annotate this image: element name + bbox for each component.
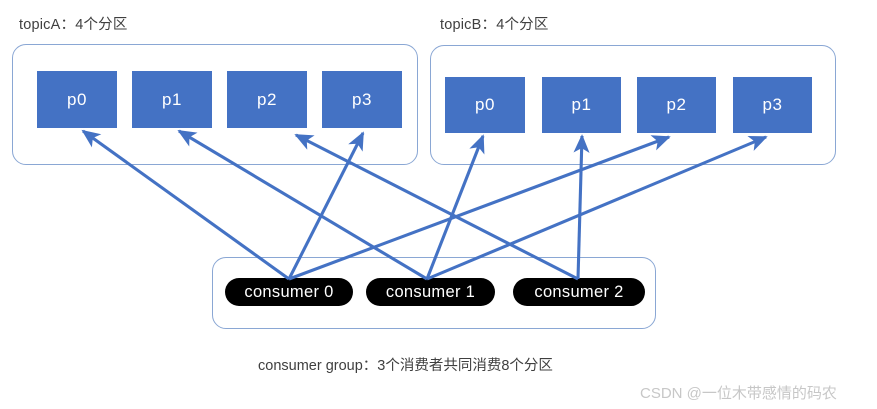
- consumer-1[interactable]: consumer 1: [366, 278, 495, 306]
- partition-a-p2[interactable]: p2: [227, 71, 307, 128]
- group-caption: consumer group：3个消费者共同消费8个分区: [258, 358, 553, 374]
- partition-a-p1[interactable]: p1: [132, 71, 212, 128]
- partition-b-p0[interactable]: p0: [445, 77, 525, 133]
- partition-b-p1[interactable]: p1: [542, 77, 621, 133]
- watermark: CSDN @一位木带感情的码农: [640, 385, 837, 402]
- partition-a-p0[interactable]: p0: [37, 71, 117, 128]
- partition-b-p2[interactable]: p2: [637, 77, 716, 133]
- consumer-2[interactable]: consumer 2: [513, 278, 645, 306]
- topic-label-a: topicA：4个分区: [19, 17, 128, 33]
- partition-b-p3[interactable]: p3: [733, 77, 812, 133]
- topic-label-b: topicB：4个分区: [440, 17, 549, 33]
- consumer-0[interactable]: consumer 0: [225, 278, 353, 306]
- partition-a-p3[interactable]: p3: [322, 71, 402, 128]
